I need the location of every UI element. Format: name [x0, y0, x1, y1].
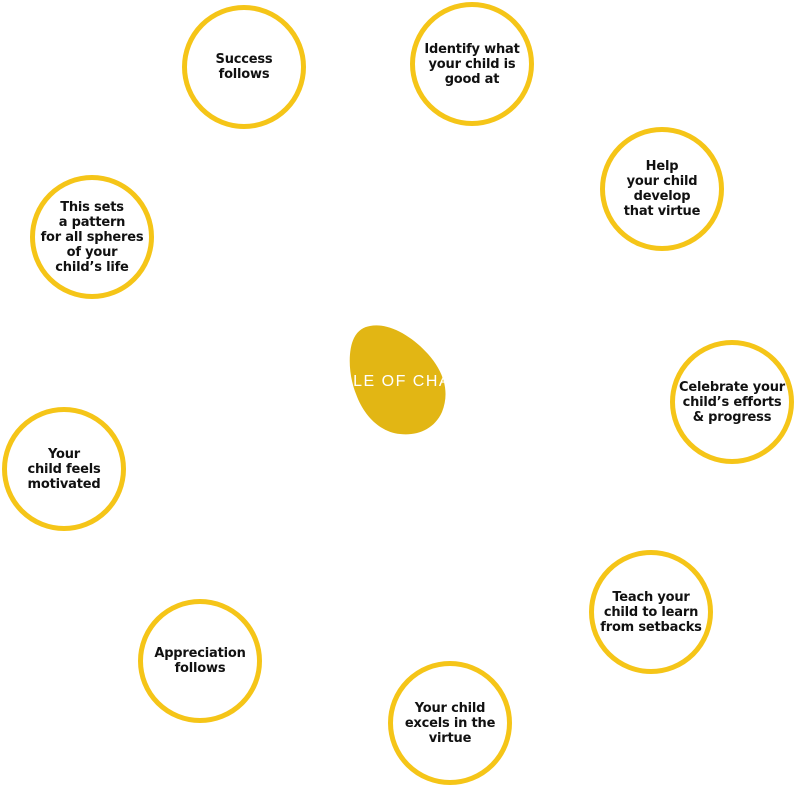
node-label: Your child feels motivated — [27, 446, 101, 492]
node-appreciation-follows: Appreciation follows — [138, 599, 262, 723]
node-label: Help your child develop that virtue — [623, 159, 701, 219]
node-celebrate-efforts: Celebrate your child’s efforts & progres… — [670, 340, 794, 464]
node-learn-from-setbacks: Teach your child to learn from setbacks — [589, 550, 713, 674]
center-blob: CIRCLE OF CHARACTER — [340, 320, 455, 440]
node-identify-strength: Identify what your child is good at — [410, 2, 534, 126]
node-success-follows: Success follows — [182, 5, 306, 129]
center-blob-shape: CIRCLE OF CHARACTER — [340, 325, 455, 435]
node-label: Appreciation follows — [154, 646, 246, 676]
node-sets-pattern: This sets a pattern for all spheres of y… — [30, 175, 154, 299]
node-label: Identify what your child is good at — [424, 41, 520, 87]
node-label: Your child excels in the virtue — [404, 700, 496, 746]
node-label: Success follows — [215, 52, 273, 82]
node-label: This sets a pattern for all spheres of y… — [40, 199, 144, 275]
node-excels-in-virtue: Your child excels in the virtue — [388, 661, 512, 785]
node-feels-motivated: Your child feels motivated — [2, 407, 126, 531]
node-label: Celebrate your child’s efforts & progres… — [679, 379, 785, 425]
blob — [349, 325, 446, 435]
node-label: Teach your child to learn from setbacks — [600, 589, 702, 635]
center-title: CIRCLE OF CHARACTER — [340, 373, 455, 390]
node-develop-virtue: Help your child develop that virtue — [600, 127, 724, 251]
